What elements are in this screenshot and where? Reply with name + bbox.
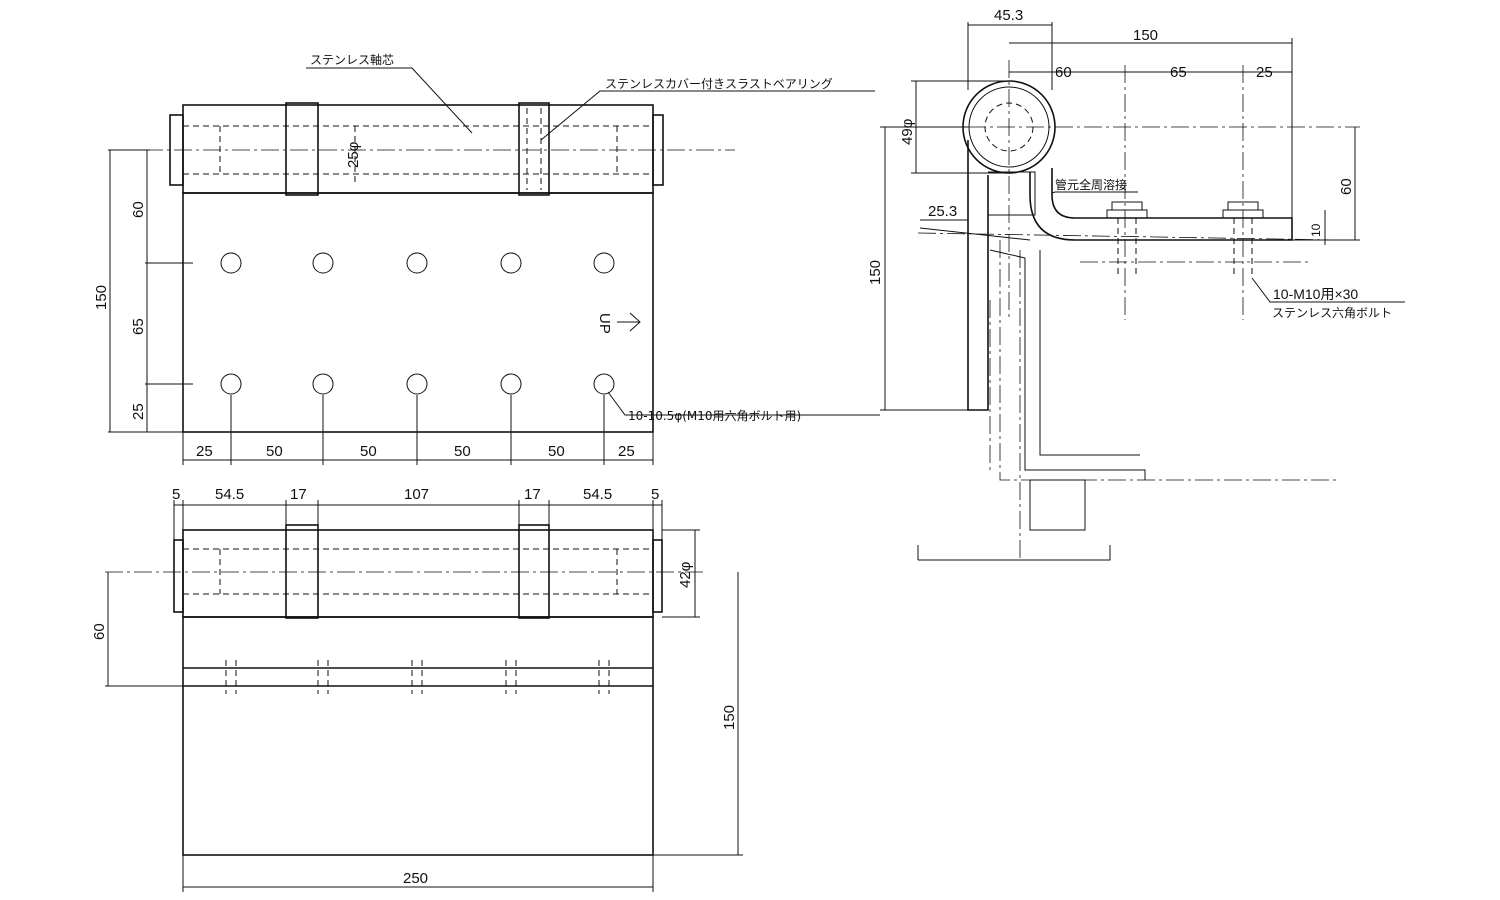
dim: 60 (1338, 178, 1355, 195)
dim: 50 (266, 443, 283, 460)
dim: 150 (721, 705, 738, 730)
dim: 17 (524, 486, 541, 503)
dim: 25 (196, 443, 213, 460)
dim: 25 (618, 443, 635, 460)
dim: 50 (360, 443, 377, 460)
dim: 107 (404, 486, 429, 503)
knuckle-left (285, 102, 319, 196)
dim: 65 (1170, 64, 1187, 81)
dim: 25 (1256, 64, 1273, 81)
dim: 50 (454, 443, 471, 460)
holes (220, 252, 615, 395)
label-bolt-name: ステンレス六角ボルト (1272, 306, 1392, 320)
dim: 60 (1055, 64, 1072, 81)
dim: 60 (130, 201, 147, 218)
dim: 45.3 (994, 7, 1023, 24)
dim: 150 (93, 285, 110, 310)
label-bolt-spec: 10-M10用×30 (1273, 286, 1358, 302)
label-holes: 10-10.5φ(M10用六角ボルト用) (628, 409, 801, 423)
dim: 42φ (677, 561, 694, 588)
dim: 25.3 (928, 203, 957, 220)
label-shaft: ステンレス軸芯 (310, 53, 394, 67)
thrust-bearing (518, 102, 550, 196)
dim: 65 (130, 318, 147, 335)
dim: 17 (290, 486, 307, 503)
dim: 150 (867, 260, 884, 285)
dim: 250 (403, 870, 428, 887)
dim: 54.5 (215, 486, 244, 503)
dim: 25 (130, 403, 147, 420)
side-view: 45.3 150 60 65 25 49φ 25.3 60 10 150 管元全… (867, 7, 1405, 561)
dim: 5 (651, 486, 659, 503)
label-bearing: ステンレスカバー付きスラストベアリング (605, 77, 833, 91)
front-view: 5 54.5 17 107 17 54.5 5 42φ 60 150 250 (91, 486, 743, 892)
dim: 150 (1133, 27, 1158, 44)
dim-pin: 25φ (345, 141, 362, 168)
dim: 10 (1309, 223, 1323, 237)
label-weld: 管元全周溶接 (1055, 177, 1127, 192)
dim: 50 (548, 443, 565, 460)
dim: 5 (172, 486, 180, 503)
dim: 54.5 (583, 486, 612, 503)
label-up: UP (596, 313, 613, 334)
top-view: ステンレス軸芯 ステンレスカバー付きスラストベアリング 10-10.5φ(M10… (93, 53, 880, 465)
dim: 49φ (899, 118, 916, 145)
dim: 60 (91, 623, 108, 640)
